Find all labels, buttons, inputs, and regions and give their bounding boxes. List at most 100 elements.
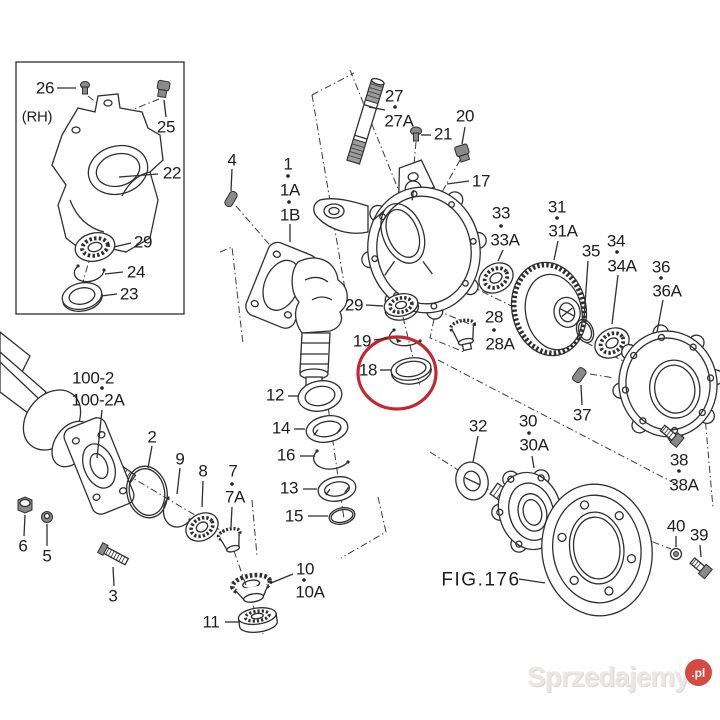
callout-27: 27 <box>384 86 404 106</box>
part-100-2-axle-case <box>0 331 137 515</box>
callout-38A: 38A <box>669 475 699 495</box>
part-14-seal <box>305 415 349 443</box>
part-28A-bevel-pinion <box>449 318 477 352</box>
callout-6: 6 <box>18 536 28 556</box>
callout-35: 35 <box>581 241 601 261</box>
part-35-shim <box>575 318 595 344</box>
callout-25: 25 <box>156 117 176 137</box>
watermark-badge: .pl <box>684 659 712 686</box>
callout-26: 26 <box>35 78 55 98</box>
callout-1A: 1A <box>279 180 301 200</box>
part-19-snap-ring <box>388 328 422 347</box>
callout-31: 31 <box>547 197 567 217</box>
part-11-bearing <box>237 607 278 633</box>
callout-15: 15 <box>284 506 304 526</box>
part-17-carrier-housing <box>313 159 487 320</box>
part-12-seal <box>297 380 343 412</box>
rh-detail-box <box>15 61 185 315</box>
part-22-steering-knuckle <box>51 93 164 253</box>
callout-31A: 31A <box>548 221 578 241</box>
part-27-kingpin-shaft <box>346 77 385 165</box>
part-40-washer <box>669 547 683 561</box>
callout-100-2A: 100-2A <box>71 390 125 410</box>
part-26-bolt <box>80 81 90 95</box>
rh-label: (RH) <box>21 108 53 126</box>
callout-1B: 1B <box>279 205 301 225</box>
callout-20: 20 <box>455 106 475 126</box>
part-18-seal <box>390 357 432 385</box>
part-2-o-ring <box>126 465 168 519</box>
part-3-bolt <box>96 542 130 566</box>
callout-9: 9 <box>175 449 185 469</box>
callout-28: 28 <box>484 307 504 327</box>
figure-number-label: FIG.176 <box>441 569 521 591</box>
callout-32: 32 <box>468 416 488 436</box>
part-24-snap-ring <box>73 264 106 283</box>
part-31A-ring-gear <box>510 261 588 357</box>
callout-28A: 28A <box>485 334 515 354</box>
callout-7: 7 <box>228 461 238 481</box>
part-29-bearing-mid <box>383 293 420 321</box>
part-23-seal <box>61 281 103 312</box>
callout-5: 5 <box>42 546 52 566</box>
part-32-washer <box>455 461 489 501</box>
part-34A-bearing <box>594 327 630 359</box>
callout-dots <box>100 105 681 582</box>
part-1B-knuckle <box>245 241 348 392</box>
part-4-pin <box>224 190 238 208</box>
callout-13: 13 <box>279 478 299 498</box>
callout-14: 14 <box>271 418 291 438</box>
callout-36A: 36A <box>652 281 682 301</box>
callout-10A: 10A <box>295 582 325 602</box>
leader-lines <box>23 87 702 623</box>
part-6-nut <box>17 496 33 514</box>
part-13-seal <box>317 476 357 502</box>
callout-18: 18 <box>358 360 378 380</box>
part-21-bolt <box>410 126 422 142</box>
highlight-circle <box>356 335 438 411</box>
part-16-snap-ring <box>313 449 350 470</box>
callout-2: 2 <box>147 427 157 447</box>
part-7A-bevel-pinion <box>216 526 242 553</box>
callout-29-mid: 29 <box>344 295 364 315</box>
part-39-bolt <box>689 556 713 580</box>
callout-16: 16 <box>276 445 296 465</box>
part-36A-cover <box>612 324 720 444</box>
callout-10: 10 <box>295 559 315 579</box>
watermark-text: Sprzedajemy <box>527 661 690 692</box>
callout-30: 30 <box>518 411 538 431</box>
part-29-bearing-box <box>74 232 116 262</box>
callout-27A: 27A <box>384 111 414 131</box>
part-15-o-ring <box>328 507 356 525</box>
callout-12: 12 <box>265 385 285 405</box>
part-5-washer <box>41 511 53 523</box>
part-8-bearing <box>185 512 219 542</box>
callout-34: 34 <box>606 231 626 251</box>
callout-39: 39 <box>689 525 709 545</box>
callout-36: 36 <box>651 257 671 277</box>
part-brake-disc <box>541 483 653 617</box>
callout-37: 37 <box>572 405 592 425</box>
callout-19: 19 <box>352 331 372 351</box>
callout-34A: 34A <box>607 256 637 276</box>
callout-100-2: 100-2 <box>72 368 114 388</box>
callout-21: 21 <box>433 124 453 144</box>
callout-22: 22 <box>162 163 182 183</box>
callout-8: 8 <box>198 461 208 481</box>
part-33A-bearing <box>478 262 514 294</box>
callout-17: 17 <box>471 171 491 191</box>
part-9-snap-ring <box>162 496 192 528</box>
part-37-dowel-pin <box>571 367 587 384</box>
watermark-tld: .pl <box>691 665 706 680</box>
callout-23: 23 <box>119 284 139 304</box>
callout-1: 1 <box>283 154 293 174</box>
callout-11: 11 <box>202 612 220 632</box>
part-10A-bevel-gear <box>230 572 273 603</box>
callout-33A: 33A <box>490 230 520 250</box>
callout-40: 40 <box>666 516 686 536</box>
part-38-bolt <box>659 424 685 449</box>
callout-24: 24 <box>126 262 146 282</box>
callout-33: 33 <box>491 203 511 223</box>
